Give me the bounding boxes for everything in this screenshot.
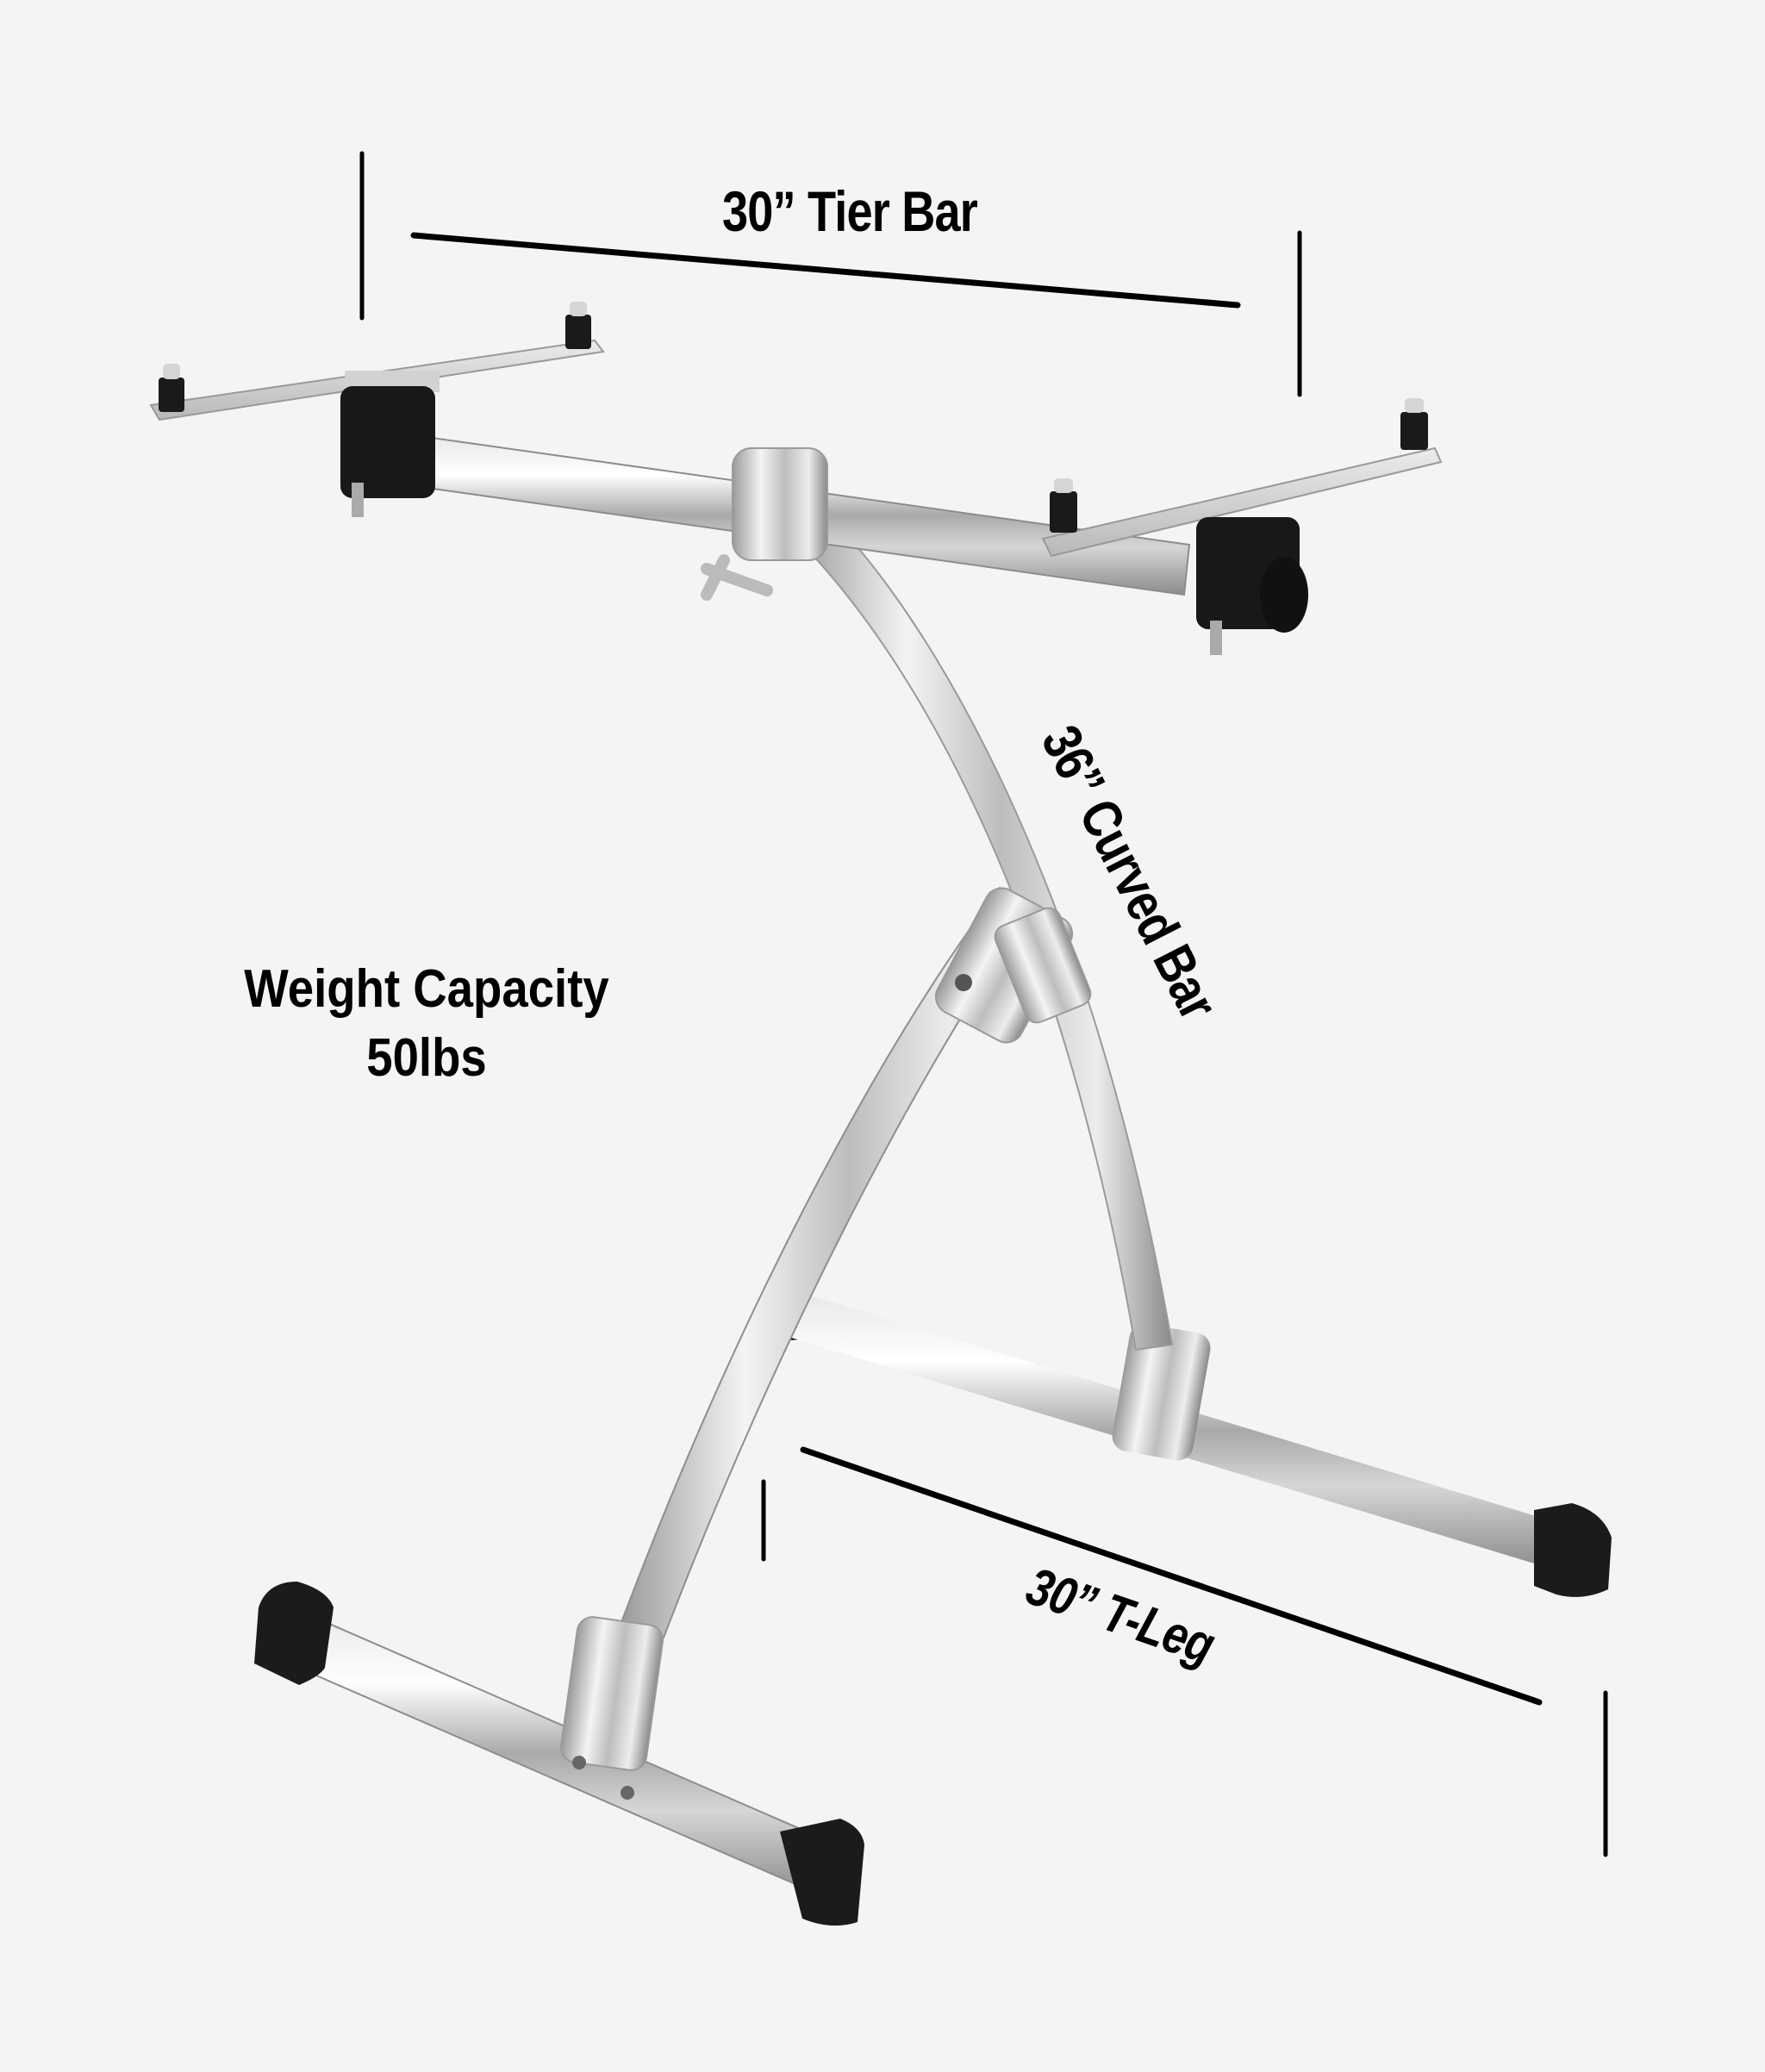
front-t-leg-foot-right (780, 1819, 864, 1926)
t-handle-icon (701, 554, 773, 601)
weight-capacity-heading: Weight Capacity (244, 959, 609, 1019)
rear-t-leg-foot-right (1534, 1503, 1612, 1597)
left-plate-clamp (340, 386, 435, 498)
weight-capacity-value: 50lbs (366, 1028, 487, 1088)
front-t-leg-clamp (559, 1616, 664, 1771)
tier-bar (407, 434, 1191, 601)
tier-bar-dimension-line (410, 232, 1241, 309)
rear-t-leg (768, 1271, 1612, 1597)
tier-bar-top-clamp (732, 447, 828, 561)
curved-bar-rear (791, 507, 1174, 1351)
rear-t-leg-clamp (1112, 1323, 1211, 1461)
t-leg-dimension (761, 1446, 1608, 1857)
tier-bar-label-text: 30” Tier Bar (721, 179, 978, 243)
front-t-leg (254, 1582, 864, 1926)
left-mounting-plate (149, 302, 605, 517)
weight-capacity-callout: Weight Capacity 50lbs (219, 955, 633, 1093)
t-leg-dimension-line (800, 1446, 1543, 1706)
front-t-leg-foot-left (254, 1582, 334, 1685)
right-mounting-plate (1041, 398, 1443, 655)
tier-bar-label: 30” Tier Bar (695, 178, 1006, 244)
tier-bar-dimension (359, 151, 1302, 397)
center-clamp (934, 887, 1092, 1044)
